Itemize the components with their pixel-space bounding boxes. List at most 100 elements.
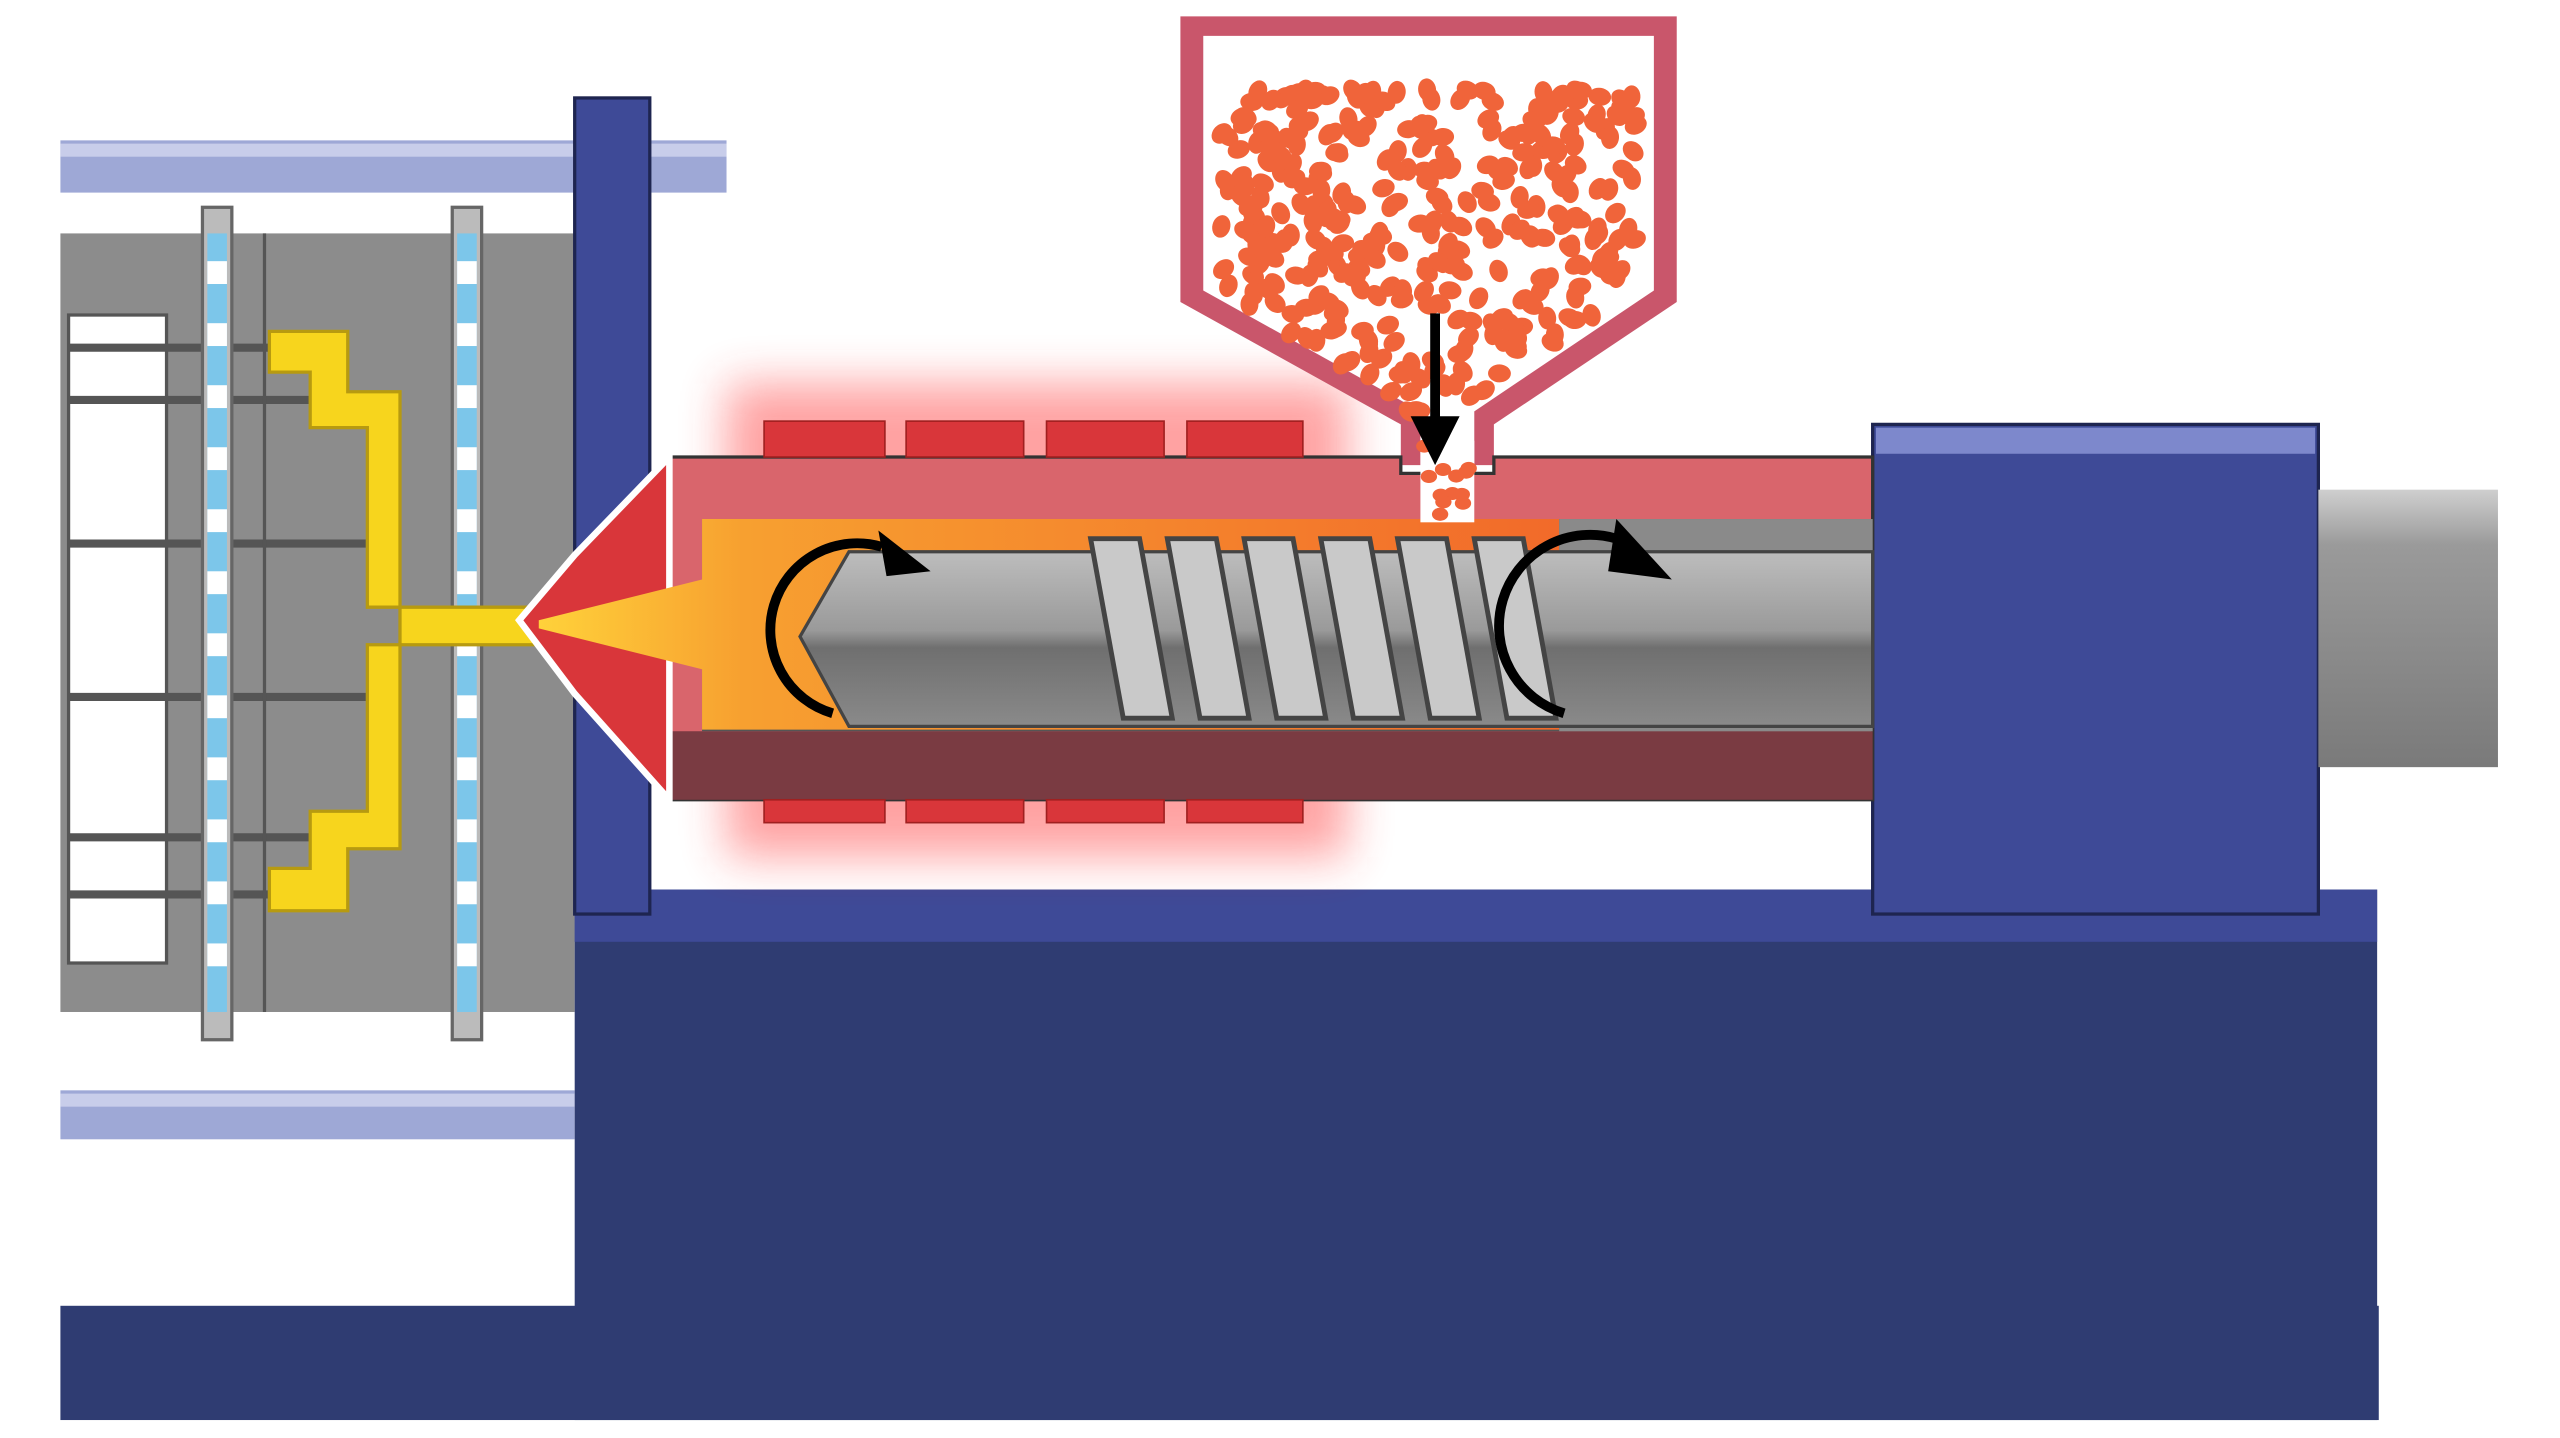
pellet (1219, 274, 1238, 298)
pellet (1456, 80, 1479, 100)
coolant-gap (457, 447, 477, 471)
pellet (1565, 133, 1584, 157)
pellet (1588, 87, 1612, 106)
pellet (1624, 115, 1647, 135)
pellet (1337, 190, 1356, 214)
pellet (1477, 109, 1500, 129)
pellet (1305, 229, 1327, 250)
coolant-gap (457, 943, 477, 967)
pellet (1261, 89, 1282, 111)
pellet (1353, 82, 1374, 105)
pellet (1248, 80, 1268, 103)
pellet (1307, 256, 1329, 278)
pellet (1434, 462, 1452, 477)
runner (267, 329, 541, 913)
pellet (1429, 294, 1451, 314)
pellet (1317, 292, 1340, 311)
pellet (1252, 173, 1274, 193)
pellet (1522, 225, 1542, 247)
coolant-gap (207, 819, 227, 843)
pellet (1454, 496, 1472, 510)
pellet (1469, 287, 1489, 310)
pellet (1413, 280, 1434, 302)
coolant-gap (207, 695, 227, 719)
coolant-gap (207, 633, 227, 657)
pellet (1488, 364, 1511, 383)
pellet (1459, 311, 1483, 331)
pellet (1477, 193, 1501, 212)
pellet (1558, 237, 1581, 257)
pellet (1252, 122, 1275, 142)
coolant-gap (457, 261, 477, 285)
coolant-gap (207, 757, 227, 781)
pellet (1422, 87, 1441, 111)
pellet (1431, 127, 1455, 146)
pellet (1457, 191, 1477, 214)
pellet (1510, 185, 1529, 209)
pellet (1438, 281, 1462, 300)
pellet (1380, 381, 1402, 402)
pellet (1270, 145, 1292, 166)
screw-flight (1164, 536, 1252, 721)
pellet (1556, 164, 1577, 186)
pellet (1217, 126, 1239, 147)
pellet (1283, 169, 1306, 189)
pellet (1610, 260, 1631, 281)
pellet (1310, 161, 1333, 182)
pellet (1541, 332, 1564, 352)
coolant-gap (207, 385, 227, 409)
piston-rod (2318, 489, 2498, 768)
plastic-pellets (1211, 78, 1647, 422)
heater-bands (763, 420, 1304, 824)
pellet (1447, 345, 1471, 364)
coolant-gap (207, 943, 227, 967)
pellet (1457, 465, 1475, 479)
pellet (1376, 315, 1400, 335)
pellet (1571, 254, 1592, 276)
coolant-gap (457, 757, 477, 781)
pellet (1318, 123, 1338, 146)
machine-base (574, 889, 2378, 1421)
coolant-gap (457, 385, 477, 409)
pellet (1322, 241, 1344, 262)
rotation-arrow-icon (765, 530, 931, 718)
coolant-gap (457, 509, 477, 533)
pellet (1568, 209, 1592, 229)
pellet (1256, 215, 1276, 238)
pellet (1234, 220, 1257, 240)
pellet (1387, 159, 1408, 181)
pellet (1227, 140, 1250, 159)
pellet (1366, 284, 1387, 307)
pellet (1481, 92, 1504, 111)
screw-flight (1471, 536, 1559, 721)
pellet (1356, 115, 1377, 137)
pellet (1383, 331, 1405, 352)
pellet (1285, 266, 1308, 285)
pellet (1252, 236, 1271, 260)
coolant-gap (207, 447, 227, 471)
coolant-gap (457, 323, 477, 347)
pellet (1281, 322, 1302, 344)
pellet (1307, 328, 1326, 352)
pellet (1482, 228, 1504, 249)
screw-flight (1241, 536, 1329, 721)
pellet (1590, 257, 1611, 279)
pellet (1542, 136, 1566, 155)
pellet (1215, 170, 1235, 192)
feed-arrow-down-icon (1410, 313, 1460, 466)
pellet (1212, 215, 1231, 238)
screw-flight (1087, 536, 1176, 721)
pellet (1325, 143, 1348, 162)
pellet (1588, 217, 1607, 240)
coolant-gap (207, 571, 227, 595)
pellet (1381, 195, 1401, 218)
pellet (1435, 495, 1452, 509)
pellet (1622, 141, 1644, 162)
pellet (1431, 193, 1453, 215)
pellet (1359, 340, 1379, 364)
coolant-gap (207, 881, 227, 905)
pellet (1501, 125, 1522, 148)
pellet (1324, 319, 1347, 338)
pellet (1619, 217, 1638, 241)
coolant-gap (207, 509, 227, 533)
